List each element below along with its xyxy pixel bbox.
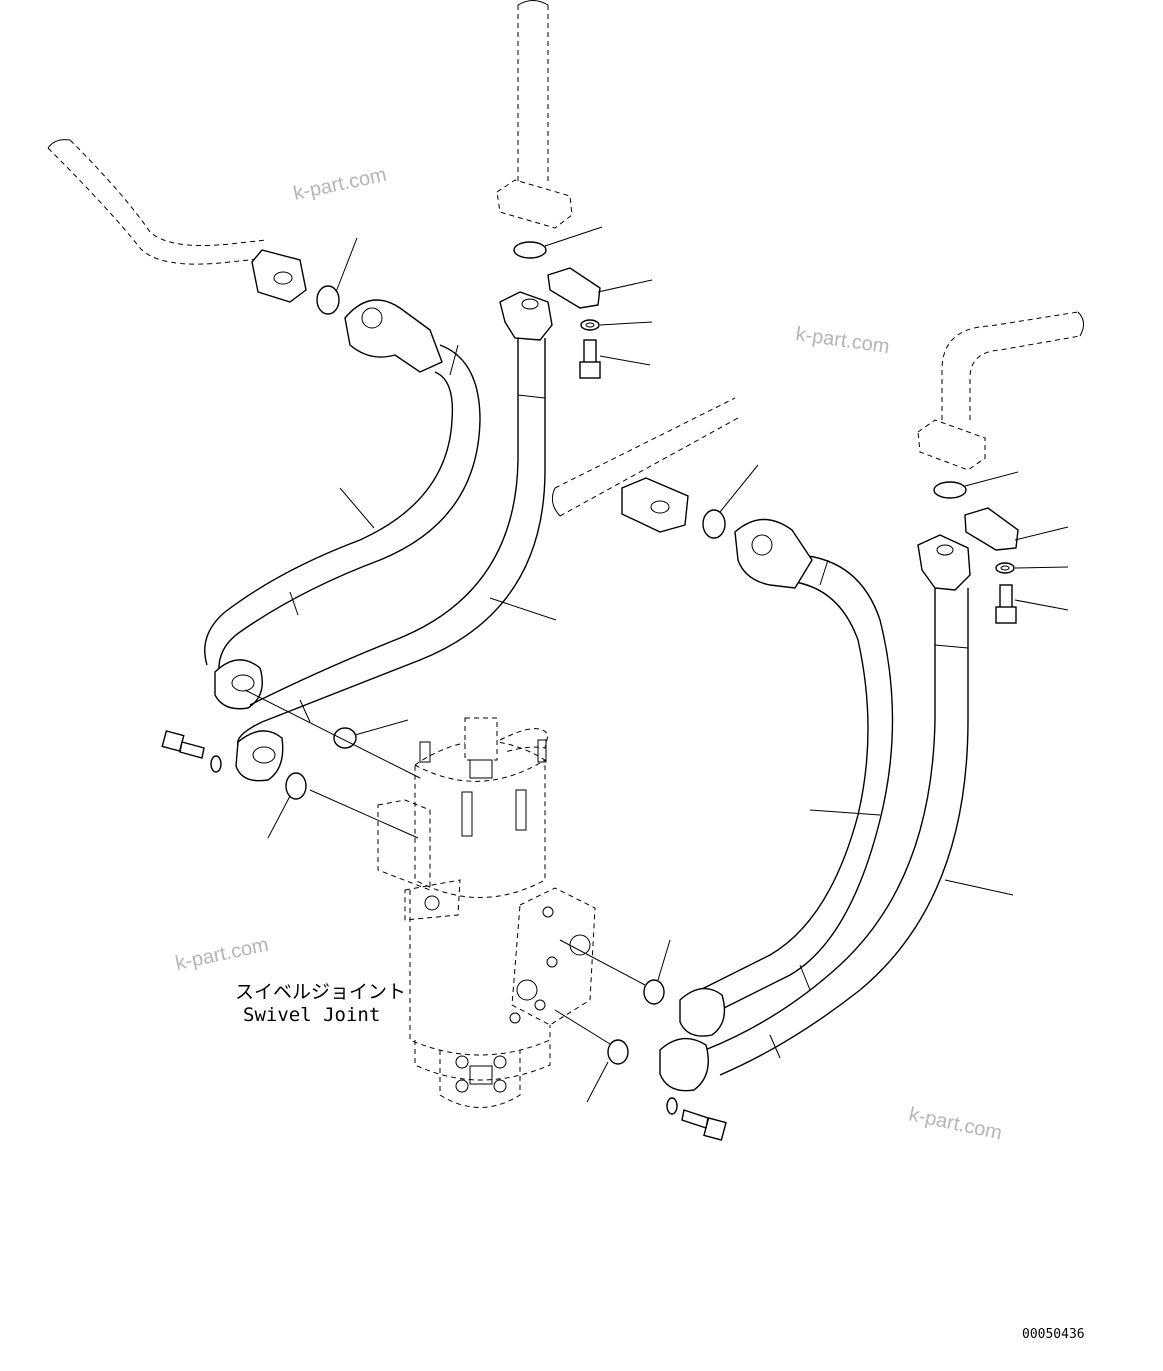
o-ring-right-lower-1 xyxy=(643,979,665,1005)
o-ring-left-lower-1 xyxy=(333,727,357,749)
split-flange-top-center xyxy=(547,267,601,309)
washer-top-right xyxy=(995,562,1015,574)
swivel-joint-label-jp: スイベルジョイント xyxy=(235,981,406,1003)
bolt-top-right xyxy=(995,584,1017,624)
bolt-right-lower xyxy=(681,1109,727,1141)
o-ring-left-lower-2 xyxy=(285,772,307,800)
reference-pipe-mid xyxy=(551,397,739,533)
hose-left-b xyxy=(235,291,553,782)
reference-pipe-upper-left xyxy=(47,139,307,303)
o-ring-mid xyxy=(702,509,726,539)
washer-left xyxy=(210,755,222,773)
bolt-top-center xyxy=(579,339,601,379)
reference-pipe-right xyxy=(917,311,1084,471)
watermark-2: k-part.com xyxy=(794,323,891,358)
leader-lines xyxy=(244,226,1069,1103)
washer-right-lower xyxy=(666,1097,678,1115)
drawing-number: 00050436 xyxy=(1022,1327,1085,1342)
watermark-4: k-part.com xyxy=(907,1103,1004,1144)
o-ring-top-right xyxy=(933,481,967,499)
reference-pipe-top-center xyxy=(496,0,573,229)
o-ring-right-lower-2 xyxy=(607,1039,629,1065)
watermark-3: k-part.com xyxy=(173,934,270,975)
bolt-left xyxy=(161,730,205,759)
swivel-joint-body xyxy=(377,717,596,1108)
washer-top-center xyxy=(580,319,600,331)
split-flange-top-right xyxy=(964,507,1019,551)
hose-right-d xyxy=(659,534,971,1092)
o-ring-left-top xyxy=(316,285,340,315)
hose-right-c xyxy=(679,518,894,1037)
watermark-1: k-part.com xyxy=(291,164,388,205)
o-ring-top-center xyxy=(513,241,547,259)
swivel-joint-label-en: Swivel Joint xyxy=(243,1004,380,1026)
hose-left-a xyxy=(204,299,481,710)
